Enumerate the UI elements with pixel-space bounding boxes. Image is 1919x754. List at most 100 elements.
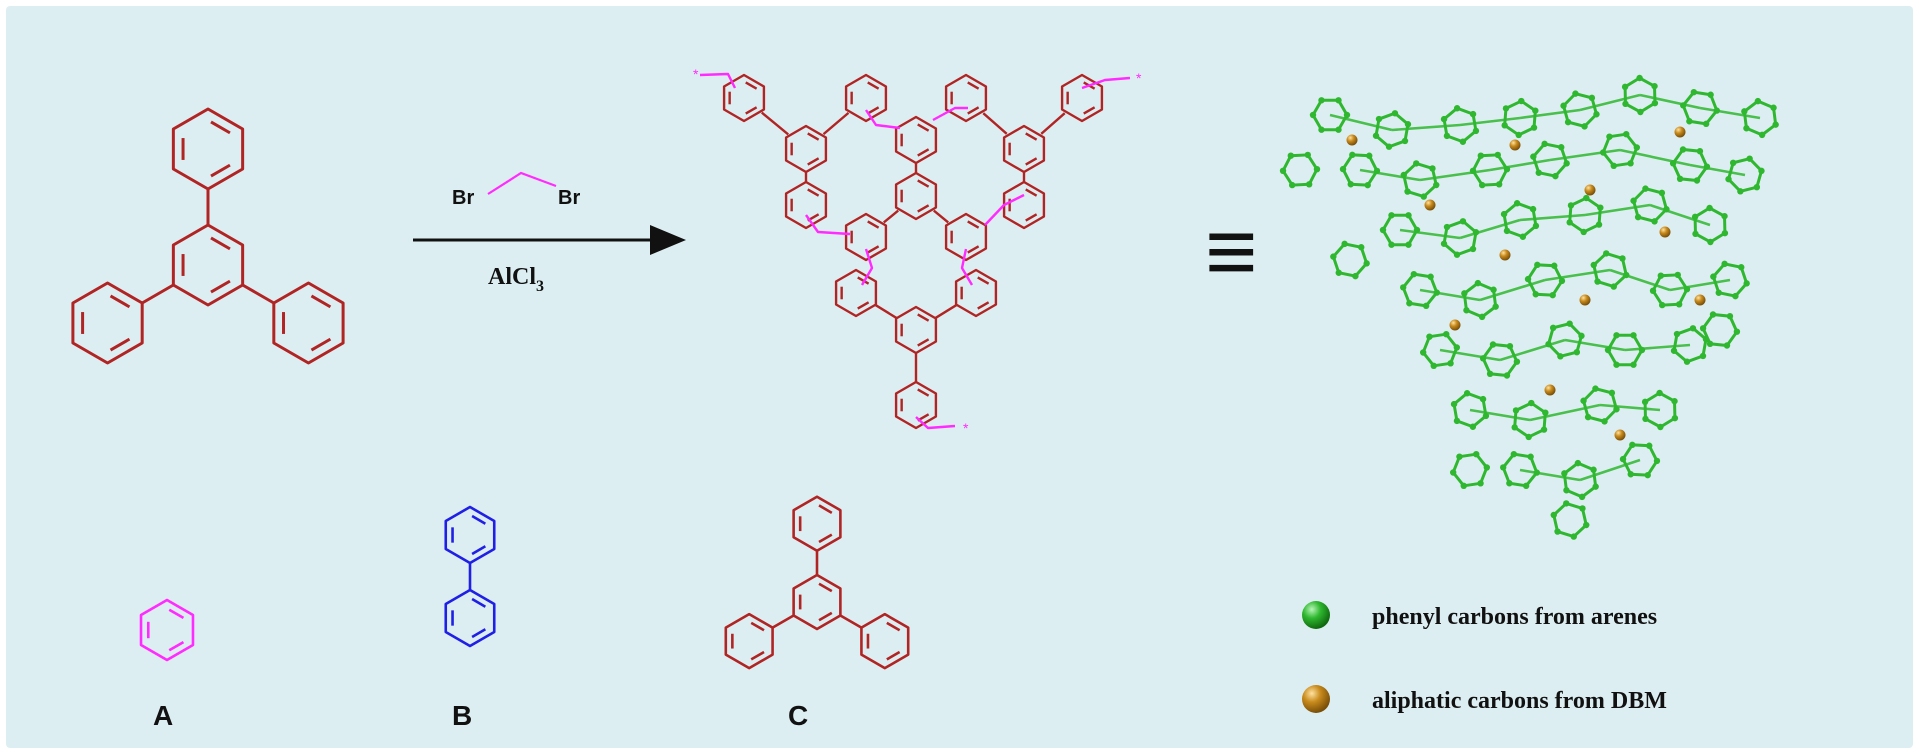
carbon-atom [1732, 292, 1739, 300]
carbon-atom [1699, 352, 1707, 360]
phenyl-ring [784, 180, 828, 230]
carbon-atom [1552, 172, 1559, 180]
carbon-atom [1721, 260, 1728, 268]
carbon-atom [1404, 121, 1412, 128]
bond [761, 111, 789, 136]
carbon-atom [1733, 328, 1741, 335]
carbon-atom [1707, 238, 1714, 246]
network-bond [1459, 218, 1521, 240]
legend-aliphatic-text: aliphatic carbons from DBM [1372, 688, 1667, 714]
bond [241, 283, 275, 305]
carbon-atom [1721, 212, 1728, 220]
biphenyl-ring-bottom [444, 588, 496, 648]
phenyl-ring [944, 212, 988, 262]
carbon-atom [1579, 505, 1586, 512]
carbon-atom [1352, 272, 1359, 280]
carbon-atom [1477, 152, 1485, 159]
catalyst-label: AlCl3 [488, 264, 544, 295]
carbon-atom [1709, 311, 1717, 318]
carbon-atom [1499, 464, 1507, 471]
aliphatic-carbon-atom [1544, 384, 1556, 396]
carbon-atom [1725, 175, 1732, 183]
phenyl-ring [171, 107, 245, 191]
carbon-atom [1706, 204, 1713, 212]
carbon-atom [1693, 177, 1701, 184]
carbon-atom [1500, 210, 1508, 218]
carbon-atom [1535, 169, 1542, 176]
figure-background-panel [6, 6, 1913, 748]
carbon-atom [1690, 88, 1698, 96]
bond [883, 209, 899, 224]
network-bond [1439, 348, 1501, 362]
phenyl-ring [724, 612, 774, 670]
bond [934, 304, 958, 319]
carbon-atom [1388, 241, 1395, 248]
benzene-ring [139, 598, 195, 662]
carbon-atom [1651, 218, 1658, 225]
carbon-atom [1578, 332, 1585, 340]
carbon-atom [1715, 289, 1722, 296]
methylene-linker [865, 109, 901, 130]
carbon-atom [1641, 398, 1649, 406]
network-3d-model [1279, 74, 1779, 540]
aliphatic-carbon-atom [1509, 139, 1521, 151]
carbon-atom [1486, 370, 1494, 378]
carbon-atom [1532, 222, 1540, 230]
carbon-atom [1710, 273, 1717, 280]
network-bond [1544, 268, 1611, 282]
carbon-atom [1675, 301, 1683, 308]
carbon-atom [1349, 151, 1356, 159]
carbon-atom [1528, 399, 1535, 407]
carbon-atom [1347, 181, 1354, 188]
carbon-atom [1511, 424, 1518, 431]
carbon-atom [1433, 181, 1440, 189]
carbon-atom [1630, 361, 1637, 368]
carbon-atom [1627, 160, 1634, 167]
carbon-atom [1443, 223, 1451, 231]
carbon-atom [1601, 418, 1608, 425]
carbon-atom [1613, 332, 1620, 339]
phenyl-ring [894, 380, 938, 430]
carbon-atom [1443, 132, 1451, 140]
carbon-atom [1391, 110, 1399, 117]
carbon-atom [1673, 330, 1681, 338]
carbon-atom [1770, 104, 1777, 111]
bond [822, 111, 850, 136]
hub-ring [894, 305, 938, 355]
methylene-linker [984, 193, 1025, 226]
carbon-atom [1581, 123, 1588, 130]
phenyl-ring [954, 268, 998, 318]
carbon-atom [1674, 271, 1681, 279]
phenyl-ring [792, 495, 842, 553]
carbon-atom [1477, 480, 1484, 487]
network-bond [1519, 108, 1581, 120]
network-phenyl-ring [1281, 153, 1319, 187]
network-bond [1639, 93, 1701, 110]
carbon-atom [1478, 313, 1486, 321]
network-bond [1419, 168, 1491, 182]
carbon-atom [1453, 251, 1461, 258]
carbon-atom [1610, 283, 1617, 290]
carbon-atom [1583, 194, 1590, 202]
carbon-atom [1463, 390, 1471, 397]
aliphatic-carbon-atom [1499, 249, 1511, 261]
carbon-atom [1721, 229, 1729, 237]
carbon-atom [1492, 303, 1499, 310]
carbon-atom [1405, 241, 1412, 248]
network-bond [1564, 338, 1626, 352]
carbon-atom [1619, 255, 1626, 262]
monomer-label-b: B [452, 700, 472, 731]
carbon-atom [1541, 140, 1548, 148]
carbon-atom [1385, 143, 1393, 150]
carbon-atom [1459, 218, 1467, 225]
carbon-atom [1707, 91, 1714, 98]
aliphatic-carbon-atom [1449, 319, 1461, 331]
hub-ring [894, 171, 938, 221]
methylene-linker [699, 72, 737, 89]
hub-ring [784, 124, 828, 174]
catalyst-subscript: 3 [536, 278, 544, 295]
carbon-atom [1613, 361, 1620, 368]
carbon-atom [1447, 360, 1454, 367]
carbon-atom [1513, 200, 1521, 207]
carbon-atom [1461, 290, 1468, 297]
